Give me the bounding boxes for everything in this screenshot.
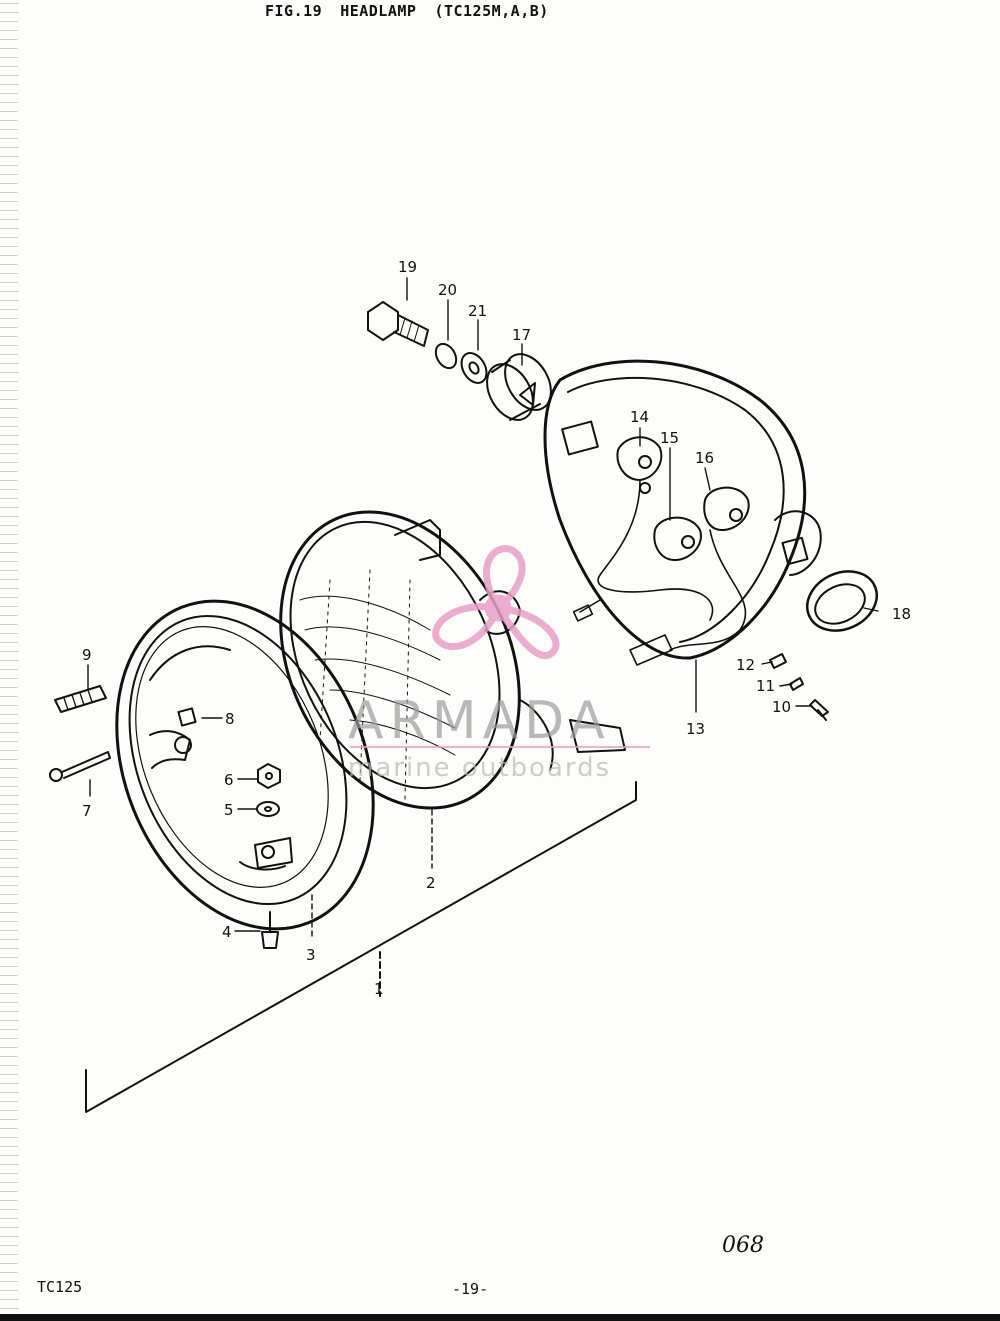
callout-17: 17 — [512, 326, 531, 344]
scan-edge-left — [0, 0, 18, 1321]
screw-10 — [809, 699, 829, 721]
callout-21: 21 — [468, 302, 487, 320]
callout-1: 1 — [374, 980, 384, 998]
callout-7: 7 — [82, 802, 92, 820]
bulb-socket-16 — [703, 486, 750, 531]
watermark-tagline: marine outboards — [348, 753, 611, 783]
part-12 — [769, 653, 787, 669]
washer-5 — [256, 801, 280, 817]
callout-4: 4 — [222, 923, 232, 941]
grommet-18 — [806, 570, 878, 632]
propeller-logo-icon — [432, 545, 560, 659]
callout-19: 19 — [398, 258, 417, 276]
wiring-harness — [572, 479, 747, 666]
lock-washer-20 — [434, 342, 458, 370]
callout-13: 13 — [686, 720, 705, 738]
figure-title: FIG.19 HEADLAMP (TC125M,A,B) — [265, 2, 567, 20]
spring-9 — [54, 685, 107, 713]
leader-lines — [87, 277, 879, 941]
callout-2: 2 — [426, 874, 436, 892]
callout-12: 12 — [736, 656, 755, 674]
screw-7 — [49, 751, 111, 782]
callout-15: 15 — [660, 429, 679, 447]
figure-models: (TC125M,A,B) — [434, 2, 549, 20]
part-11 — [789, 677, 804, 691]
callout-3: 3 — [306, 946, 316, 964]
callout-10: 10 — [772, 698, 791, 716]
callout-20: 20 — [438, 281, 457, 299]
screw-4 — [261, 911, 279, 949]
cushion-17 — [486, 353, 552, 421]
callout-16: 16 — [695, 449, 714, 467]
scan-edge-bottom — [0, 1314, 1000, 1321]
page-number: -19- — [452, 1280, 489, 1298]
assembly-bracket — [85, 781, 637, 1113]
bolt-19 — [367, 301, 429, 347]
figure-number: FIG.19 — [265, 2, 323, 20]
bulb-socket-15 — [653, 516, 702, 561]
rim-ring — [115, 599, 375, 931]
bulb-socket-14 — [616, 436, 663, 494]
model-code: TC125 — [37, 1278, 83, 1296]
callout-6: 6 — [224, 771, 234, 789]
callout-11: 11 — [756, 677, 775, 695]
watermark-brand: ARMADA — [348, 691, 611, 751]
watermark: ARMADA marine outboards — [348, 545, 650, 783]
nut-6 — [257, 763, 281, 789]
headlamp-housing — [543, 359, 822, 660]
callout-18: 18 — [892, 605, 911, 623]
callout-8: 8 — [225, 710, 235, 728]
callout-14: 14 — [630, 408, 649, 426]
callout-labels: 1 2 3 4 5 6 7 8 9 10 11 12 13 14 15 16 1… — [82, 258, 911, 998]
callout-5: 5 — [224, 801, 234, 819]
washer-21 — [460, 352, 488, 384]
callout-9: 9 — [82, 646, 92, 664]
nut-8 — [177, 707, 197, 727]
figure-name: HEADLAMP — [340, 2, 417, 20]
sheet-code: 068 — [722, 1233, 764, 1258]
